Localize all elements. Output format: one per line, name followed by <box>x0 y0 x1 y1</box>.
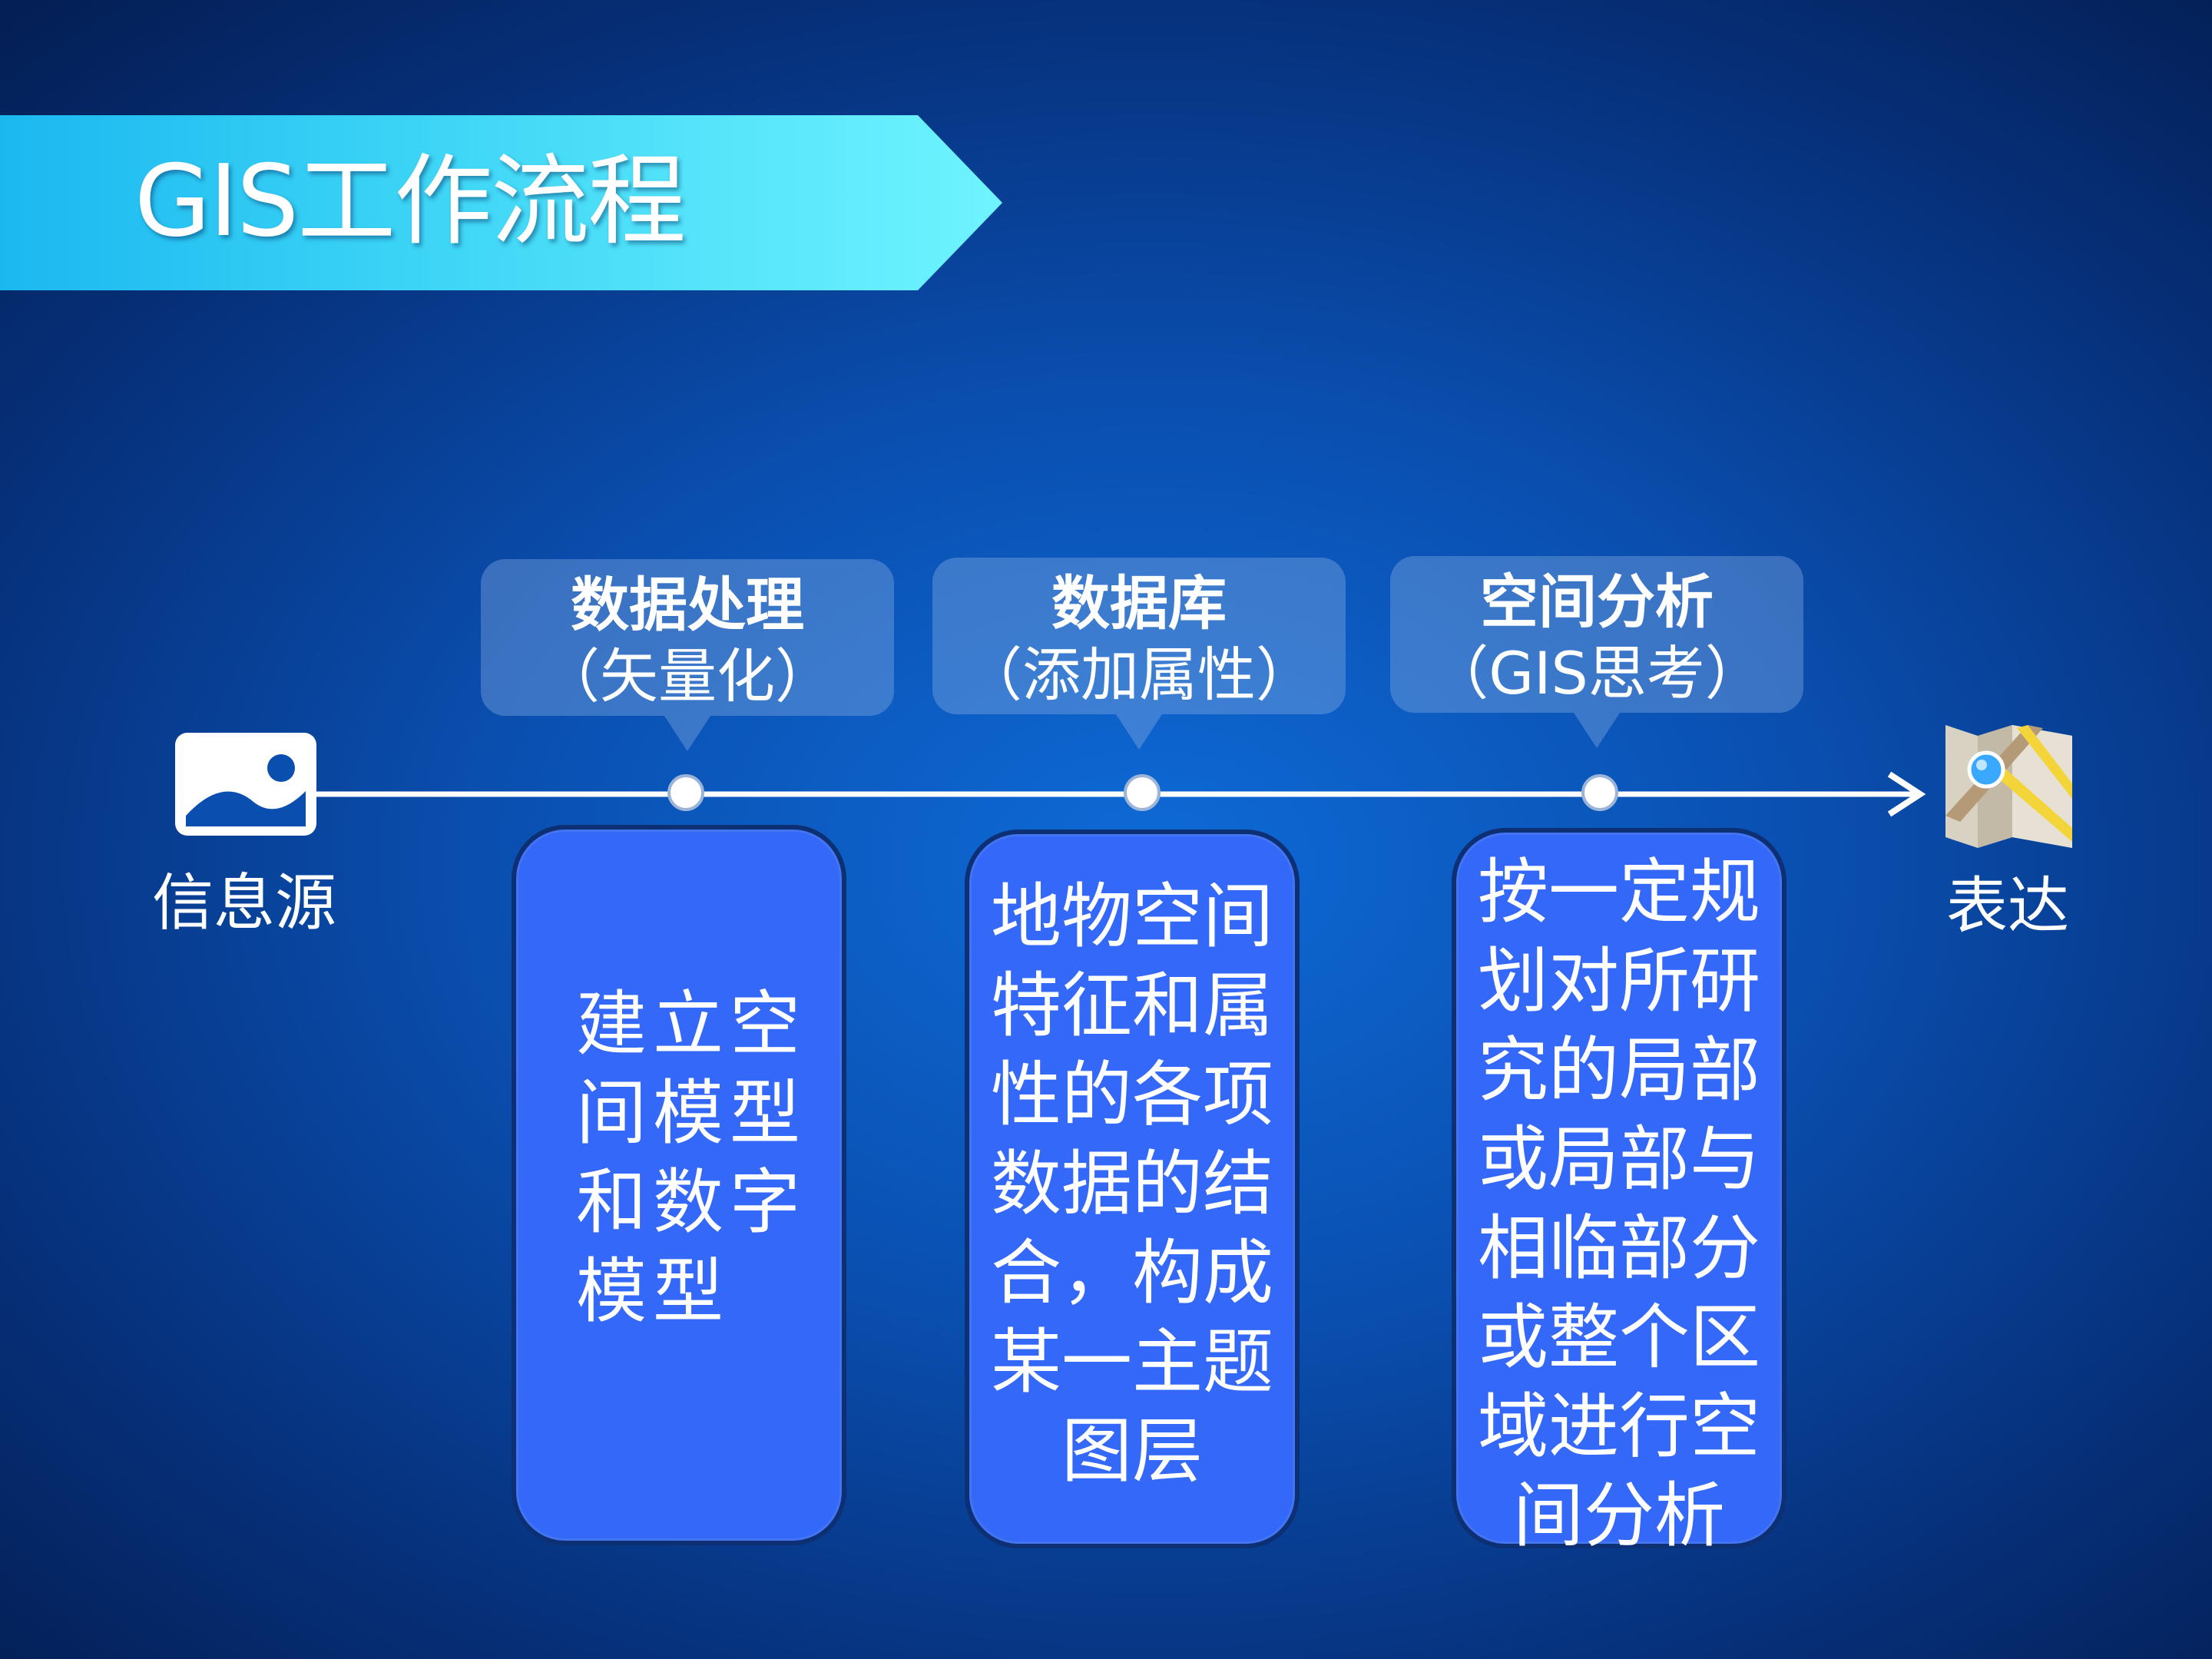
step-callout-3: 空间分析 （GIS思考） <box>1390 556 1803 748</box>
step-callout-1: 数据处理 （矢量化） <box>481 559 894 751</box>
step-title-3: 空间分析 <box>1480 568 1714 636</box>
image-icon <box>175 733 316 836</box>
step-callout-2: 数据库 （添加属性） <box>932 558 1346 750</box>
step-description-2: 地物空间 特征和属 性的各项 数据的结 合，构成 某一主题 图层 <box>990 876 1273 1492</box>
page-title: GIS工作流程 <box>134 144 686 259</box>
step-description-box-3: 按一定规 划对所研 究的局部 或局部与 相临部分 或整个区 域进行空 间分析 <box>1452 828 1786 1557</box>
step-description-box-1: 建立空 间模型 和数字 模型 <box>512 825 846 1545</box>
step-subtitle-2: （添加属性） <box>964 641 1314 709</box>
step-title-2: 数据库 <box>1051 569 1227 637</box>
map-pin-icon <box>1945 725 2072 848</box>
timeline-arrowhead <box>1887 771 1926 817</box>
step-description-box-2: 地物空间 特征和属 性的各项 数据的结 合，构成 某一主题 图层 <box>965 830 1300 1548</box>
title-banner <box>0 115 1002 290</box>
step-subtitle-1: （矢量化） <box>541 642 833 710</box>
source-label: 信息源 <box>152 867 336 939</box>
step-subtitle-3: （GIS思考） <box>1430 639 1763 707</box>
timeline-node-3 <box>1581 774 1618 811</box>
step-title-1: 数据处理 <box>571 571 804 639</box>
step-description-1: 建立空 间模型 和数字 模型 <box>576 983 807 1333</box>
output-label: 表达 <box>1946 870 2069 942</box>
step-description-3: 按一定规 划对所研 究的局部 或局部与 相临部分 或整个区 域进行空 间分析 <box>1477 851 1760 1557</box>
timeline-node-1 <box>667 774 704 811</box>
timeline-node-2 <box>1124 774 1161 811</box>
